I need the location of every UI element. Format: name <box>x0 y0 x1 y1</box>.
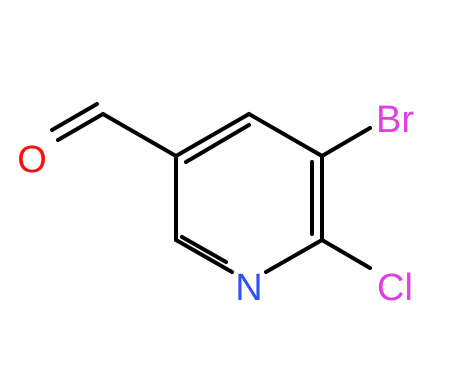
bond-carbonyl-outer <box>56 112 105 142</box>
bond-n-c2 <box>174 238 234 274</box>
bond-ring-c4-c5 <box>247 112 324 158</box>
nitrogen-atom-label: N <box>235 267 262 309</box>
bond-ring-c3-c4 <box>174 112 251 158</box>
bond-c6-n <box>264 238 324 274</box>
bond-n-c2-inner <box>180 235 228 264</box>
bond-carbonyl-inner <box>50 102 99 132</box>
bond-c6-cl <box>320 238 372 270</box>
bond-c5-br <box>320 126 372 158</box>
chlorine-atom-label: Cl <box>377 267 413 309</box>
bonds <box>50 102 372 274</box>
bond-ring-c3-c4-inner <box>184 123 251 164</box>
bromine-atom-label: Br <box>376 99 414 141</box>
oxygen-atom-label: O <box>17 139 47 181</box>
bond-aldehyde-ring <box>101 112 178 158</box>
